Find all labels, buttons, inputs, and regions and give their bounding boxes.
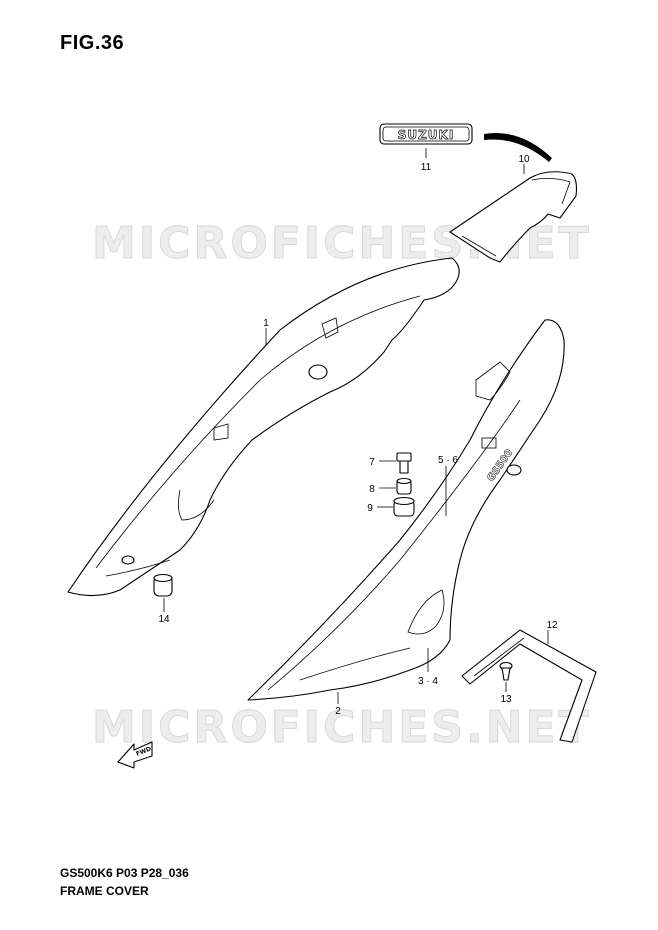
watermark-bottom: MICROFICHES.NET — [92, 702, 592, 753]
leader-lines — [163, 148, 549, 704]
callout-13: 13 — [500, 694, 512, 705]
callout-8: 8 — [369, 484, 375, 495]
part-14-cushion — [153, 573, 173, 597]
callout-2: 2 — [335, 706, 341, 717]
callout-11: 11 — [421, 162, 432, 173]
callout-7: 7 — [369, 457, 375, 468]
figure-title: FIG.36 — [60, 32, 125, 54]
part-2-right-frame-cover: GS500 — [247, 319, 565, 701]
part-9-grommet — [393, 496, 415, 517]
fwd-arrow-icon: FWD — [117, 741, 153, 769]
part-12-bracket — [461, 629, 597, 743]
part-1-left-frame-cover — [67, 257, 460, 597]
emblem-text: SUZUKI — [398, 128, 455, 142]
callout-5-6: 5 · 6 — [438, 455, 458, 466]
model-code: GS500K6 P03 P28_036 — [60, 866, 189, 880]
part-11-emblem: SUZUKI — [379, 123, 473, 145]
callout-1: 1 — [263, 318, 269, 329]
callout-9: 9 — [367, 503, 373, 514]
callout-10: 10 — [518, 154, 530, 165]
callout-14: 14 — [158, 614, 170, 625]
callout-12: 12 — [546, 620, 558, 631]
part-13-clip — [499, 661, 513, 681]
callout-3-4: 3 · 4 — [418, 676, 438, 687]
part-10-tail-piece — [449, 133, 578, 263]
section-name: FRAME COVER — [60, 884, 149, 898]
part-8-spacer — [396, 477, 412, 495]
part-7-bolt — [396, 452, 412, 474]
